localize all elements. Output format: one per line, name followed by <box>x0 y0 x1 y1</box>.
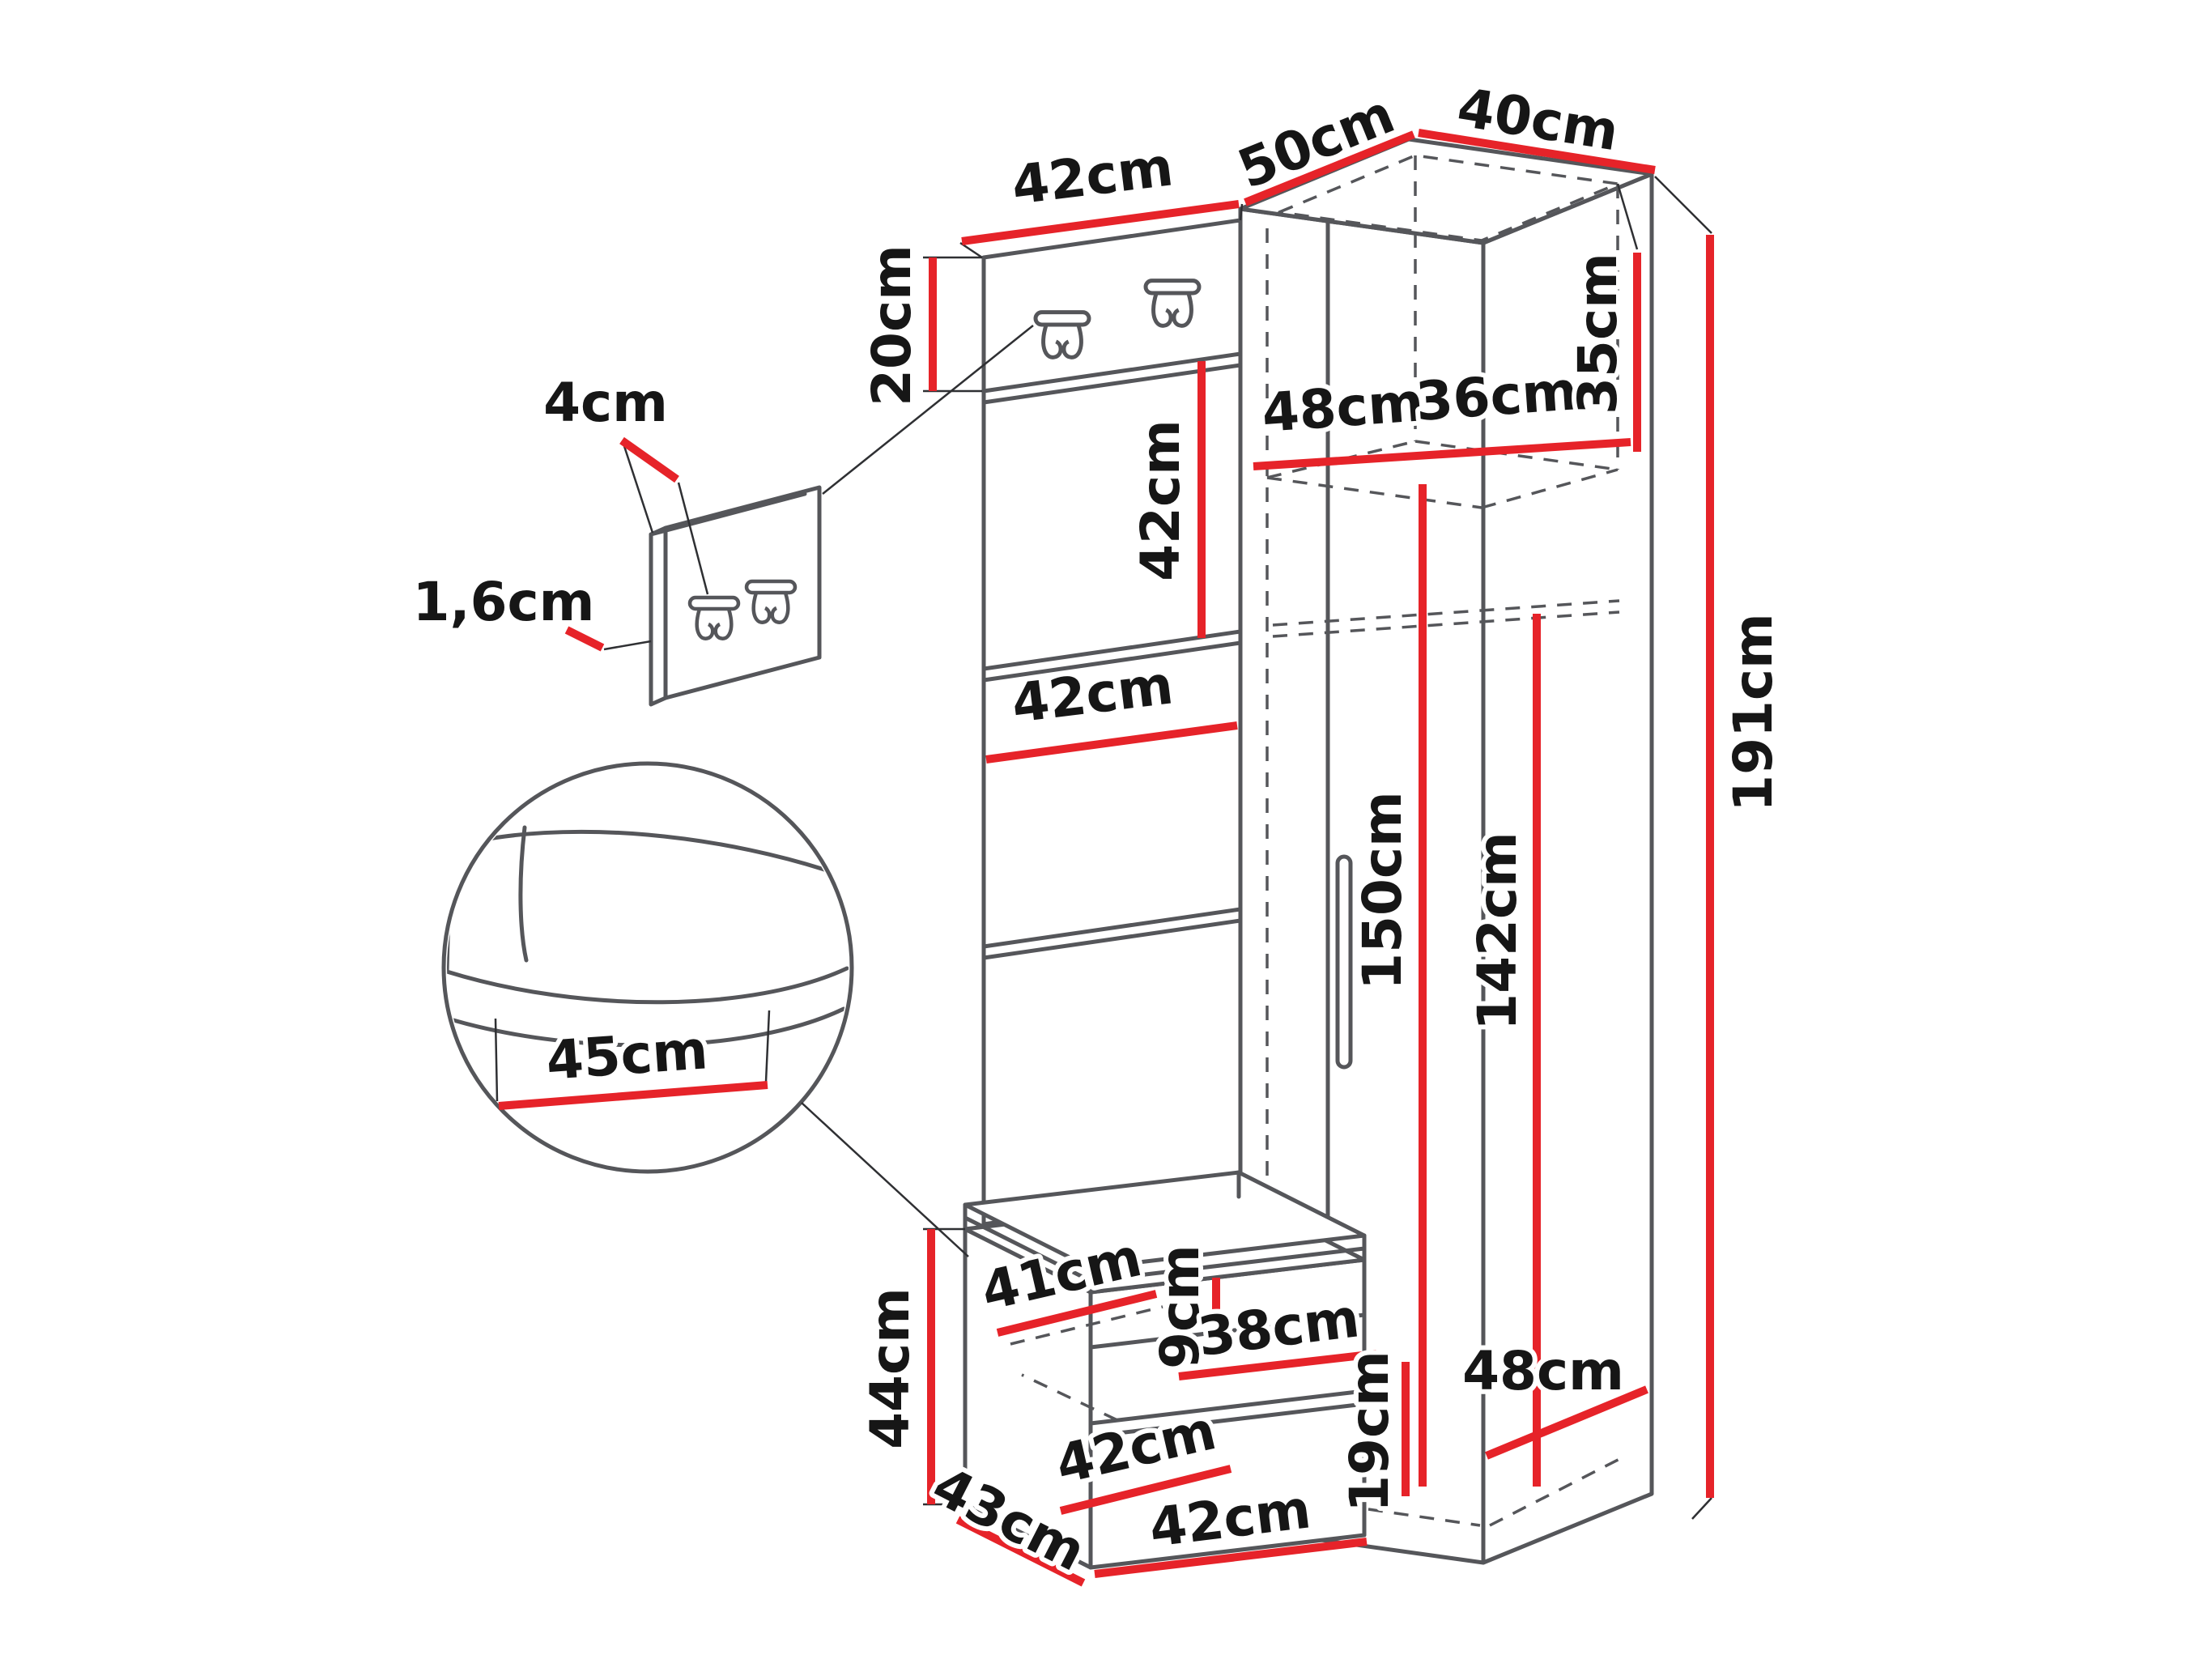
dim-line-hook-detail-thickness <box>564 626 605 652</box>
wall-panel-cushion-seams <box>981 351 1243 960</box>
dim-label-interior-height: 150cm <box>1351 791 1414 990</box>
dim-label-hook-detail-depth: 4cm <box>543 372 668 434</box>
dim-line-floor-depth <box>1485 1385 1648 1460</box>
dim-label-rail-height: 142cm <box>1466 832 1529 1031</box>
dim-label-hook-board-height: 20cm <box>861 245 923 406</box>
hook-board-top-edge <box>649 491 807 537</box>
hook-board-thickness <box>649 525 668 707</box>
dim-label-total-height: 191cm <box>1722 613 1784 812</box>
dim-line-hook-detail-depth <box>619 436 679 483</box>
detail-hook-board <box>649 485 822 707</box>
dim-line-bench-inner-width <box>1059 1465 1232 1515</box>
dim-line-top-width <box>1418 129 1656 174</box>
hook-board-face <box>663 485 822 700</box>
dim-line-bench-bottom-depth <box>955 1516 1086 1587</box>
dim-label-top-compartment-height: 35cm <box>1567 253 1629 415</box>
dim-line-bench-bottom-width <box>1094 1538 1368 1578</box>
bench-shelf-edges <box>1088 1312 1367 1439</box>
dim-line-bench-shelf-width <box>1178 1350 1377 1380</box>
leader-lines <box>801 325 1034 1257</box>
dim-line-top-depth <box>1244 130 1415 206</box>
door-handle-icon <box>1335 854 1353 1070</box>
dim-label-seat-detail-depth: 45cm <box>544 1019 710 1092</box>
dim-line-bench-shelf-depth <box>996 1290 1158 1337</box>
dimension-lines <box>498 129 1714 1587</box>
bench-cushion-edges <box>963 1170 1367 1295</box>
dim-label-bench-lower-height: 19cm <box>1338 1351 1401 1512</box>
dim-label-cushion-height: 42cm <box>1129 419 1192 581</box>
detail-circle <box>441 761 854 1174</box>
dim-label-top-panel-width: 42cm <box>1008 135 1176 217</box>
bench-hidden-edges <box>1010 1305 1163 1422</box>
dim-label-shelf-depth: 48cm <box>1260 371 1426 445</box>
dim-label-hook-detail-thickness: 1,6cm <box>413 571 595 633</box>
dim-label-bench-height: 44cm <box>859 1287 921 1449</box>
extension-lines <box>494 176 1712 1520</box>
dim-line-top-panel-width <box>961 200 1240 245</box>
dim-label-seat-gap-height: 9cm <box>1149 1244 1211 1369</box>
dim-label-shelf-width: 36cm <box>1414 359 1580 433</box>
dim-line-seat-detail-depth <box>498 1081 768 1110</box>
dim-line-shelf-depth-width <box>1253 438 1631 470</box>
dimension-labels: 42cm 50cm 40cm 20cm 4cm 1,6cm 42cm 42cm … <box>408 71 1789 1588</box>
detail-circle-seat-cushion <box>441 761 854 1174</box>
dim-line-panel-width-mid <box>985 721 1238 764</box>
dim-label-floor-depth: 48cm <box>1462 1340 1624 1402</box>
